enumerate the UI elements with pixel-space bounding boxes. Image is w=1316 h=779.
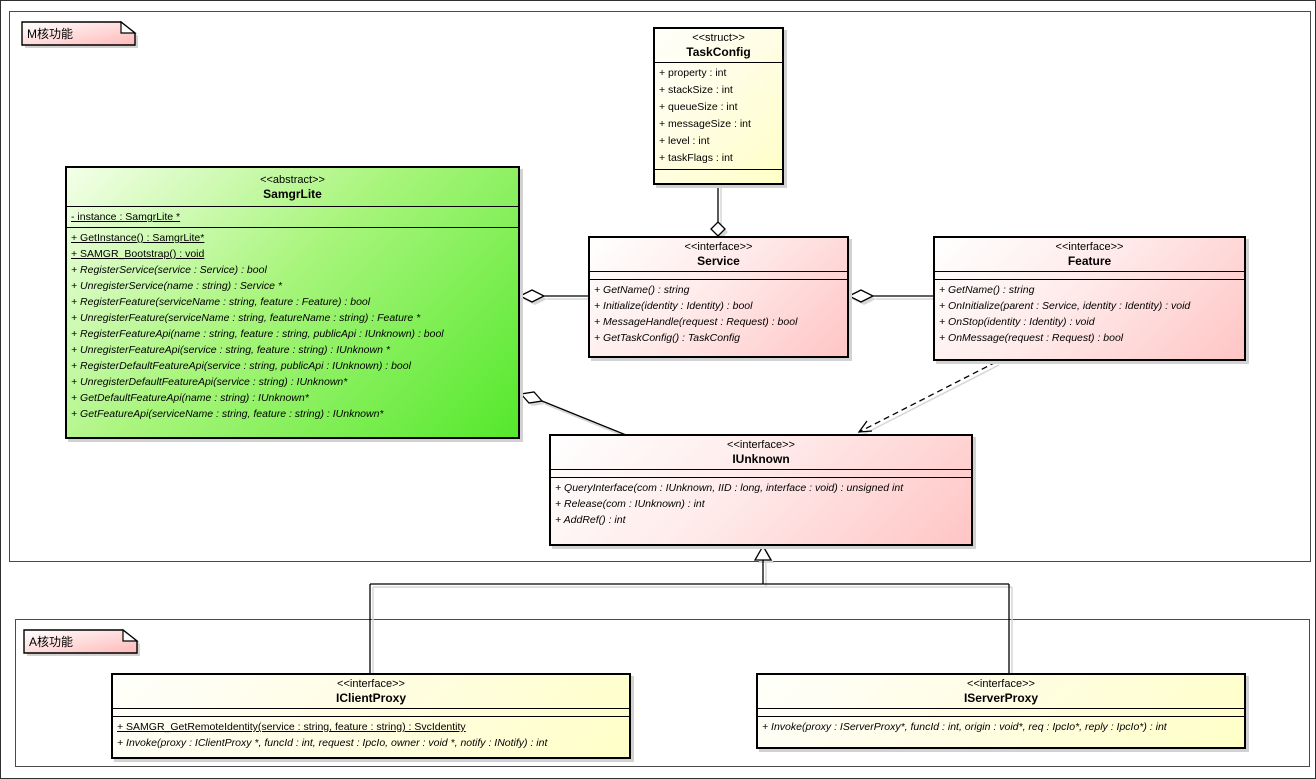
operation-row: + Initialize(identity : Identity) : bool [594, 300, 753, 312]
attribute-row: + queueSize : int [659, 101, 738, 113]
operation-row: + UnregisterFeature(serviceName : string… [71, 312, 421, 324]
stereotype-label: <<interface>> [967, 678, 1035, 690]
class-header: <<interface>> IUnknown [551, 436, 971, 469]
frame-note-m[interactable]: M核功能 [21, 20, 151, 53]
operations-compartment: + Invoke(proxy : IServerProxy*, funcId :… [758, 716, 1244, 747]
operation-row: + RegisterFeatureApi(name : string, feat… [71, 328, 444, 340]
operation-row: + OnMessage(request : Request) : bool [939, 332, 1124, 344]
class-header: <<interface>> Feature [935, 238, 1244, 271]
operation-row: + GetName() : string [594, 284, 690, 296]
stereotype-label: <<interface>> [337, 678, 405, 690]
class-taskconfig[interactable]: <<struct>> TaskConfig + property : int +… [653, 27, 784, 185]
stereotype-label: <<interface>> [727, 439, 795, 451]
class-name: IUnknown [732, 452, 790, 466]
operation-row: + RegisterDefaultFeatureApi(service : st… [71, 360, 411, 372]
class-name: Service [697, 254, 740, 268]
stereotype-label: <<interface>> [684, 241, 753, 253]
attributes-compartment [758, 708, 1244, 716]
attributes-compartment [551, 469, 971, 477]
operation-row: + SAMGR_GetRemoteIdentity(service : stri… [117, 721, 466, 733]
class-samgrlite[interactable]: <<abstract>> SamgrLite - instance : Samg… [65, 166, 520, 439]
attribute-row: + level : int [659, 135, 710, 147]
operation-row: + MessageHandle(request : Request) : boo… [594, 316, 798, 328]
operation-row: + AddRef() : int [555, 514, 626, 526]
operation-row: + Invoke(proxy : IServerProxy*, funcId :… [762, 721, 1167, 733]
class-header: <<abstract>> SamgrLite [67, 168, 518, 206]
attributes-compartment: - instance : SamgrLite * [67, 206, 518, 227]
attributes-compartment: + property : int + stackSize : int + que… [655, 62, 782, 169]
frame-note-a[interactable]: A核功能 [23, 628, 153, 661]
operation-row: + GetFeatureApi(serviceName : string, fe… [71, 408, 384, 420]
operation-row: + GetTaskConfig() : TaskConfig [594, 332, 741, 344]
stereotype-label: <<abstract>> [260, 174, 325, 186]
class-name: SamgrLite [263, 187, 322, 201]
operation-row: + OnInitialize(parent : Service, identit… [939, 300, 1191, 312]
operation-row: + SAMGR_Bootstrap() : void [71, 248, 205, 260]
class-name: IClientProxy [335, 691, 407, 705]
class-iunknown[interactable]: <<interface>> IUnknown + QueryInterface(… [549, 434, 973, 546]
operations-compartment: + GetInstance() : SamgrLite* + SAMGR_Boo… [67, 227, 518, 437]
operation-row: + RegisterFeature(serviceName : string, … [71, 296, 371, 308]
class-iclientproxy[interactable]: <<interface>> IClientProxy + SAMGR_GetRe… [111, 673, 631, 759]
attributes-compartment [935, 271, 1244, 279]
attribute-row: + property : int [659, 67, 727, 79]
class-header: <<struct>> TaskConfig [655, 29, 782, 62]
attribute-row: + stackSize : int [659, 84, 733, 96]
operations-compartment: + SAMGR_GetRemoteIdentity(service : stri… [113, 716, 629, 757]
attribute-row: - instance : SamgrLite * [71, 211, 181, 223]
attributes-compartment [113, 708, 629, 716]
operation-row: + QueryInterface(com : IUnknown, IID : l… [555, 482, 904, 494]
frame-note-label: M核功能 [27, 27, 73, 41]
class-name: Feature [1067, 254, 1112, 268]
frame-a-core [15, 619, 1310, 767]
operations-compartment: + GetName() : string + Initialize(identi… [590, 279, 847, 356]
operation-row: + GetInstance() : SamgrLite* [71, 232, 205, 244]
operation-row: + OnStop(identity : Identity) : void [939, 316, 1095, 328]
class-name: IServerProxy [963, 691, 1039, 705]
operations-compartment [655, 169, 782, 183]
class-header: <<interface>> IClientProxy [113, 675, 629, 708]
class-name: TaskConfig [686, 45, 751, 59]
operation-row: + UnregisterService(name : string) : Ser… [71, 280, 282, 292]
frame-note-label: A核功能 [29, 635, 73, 649]
class-iserverproxy[interactable]: <<interface>> IServerProxy + Invoke(prox… [756, 673, 1246, 749]
class-service[interactable]: <<interface>> Service + GetName() : stri… [588, 236, 849, 358]
operation-row: + Release(com : IUnknown) : int [555, 498, 705, 510]
attributes-compartment [590, 271, 847, 279]
operation-row: + UnregisterDefaultFeatureApi(service : … [71, 376, 348, 388]
attribute-row: + taskFlags : int [659, 152, 733, 164]
operation-row: + GetDefaultFeatureApi(name : string) : … [71, 392, 309, 404]
operation-row: + Invoke(proxy : IClientProxy *, funcId … [117, 737, 548, 749]
stereotype-label: <<interface>> [1055, 241, 1124, 253]
class-header: <<interface>> Service [590, 238, 847, 271]
operation-row: + GetName() : string [939, 284, 1035, 296]
attribute-row: + messageSize : int [659, 118, 751, 130]
operation-row: + RegisterService(service : Service) : b… [71, 264, 267, 276]
operations-compartment: + QueryInterface(com : IUnknown, IID : l… [551, 477, 971, 544]
stereotype-label: <<struct>> [692, 32, 745, 44]
class-feature[interactable]: <<interface>> Feature + GetName() : stri… [933, 236, 1246, 361]
operations-compartment: + GetName() : string + OnInitialize(pare… [935, 279, 1244, 359]
frame-m-core [9, 11, 1311, 562]
class-header: <<interface>> IServerProxy [758, 675, 1244, 708]
operation-row: + UnregisterFeatureApi(service : string,… [71, 344, 390, 356]
